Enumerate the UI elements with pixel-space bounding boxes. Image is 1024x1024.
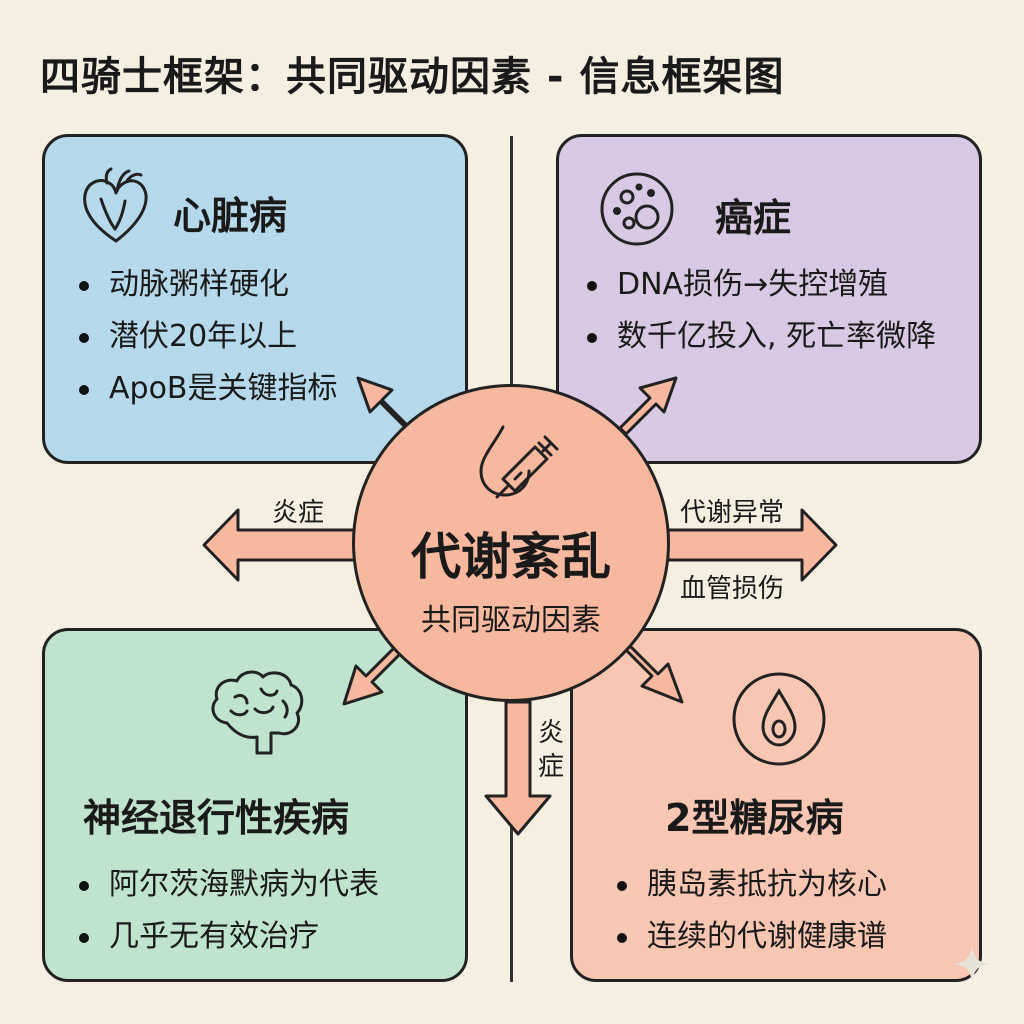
cancer-title: 癌症 xyxy=(715,196,792,240)
sparkle-icon xyxy=(952,944,992,988)
arrow-left xyxy=(202,508,358,582)
list-item: 几乎无有效治疗 xyxy=(75,911,379,963)
cancer-bullets: DNA损伤→失控增殖 数千亿投入, 死亡率微降 xyxy=(583,259,936,363)
neurodegenerative-card: 神经退行性疾病 阿尔茨海默病为代表 几乎无有效治疗 xyxy=(42,628,468,982)
arrow-right xyxy=(666,508,838,582)
heart-disease-card: 心脏病 动脉粥样硬化 潜伏20年以上 ApoB是关键指标 xyxy=(42,134,468,464)
central-hub: 代谢紊乱 共同驱动因素 xyxy=(352,384,670,702)
arrow-label-left: 炎症 xyxy=(272,498,325,528)
cancer-card: 癌症 DNA损伤→失控增殖 数千亿投入, 死亡率微降 xyxy=(556,134,982,464)
vertical-divider-top xyxy=(510,136,513,386)
type2-diabetes-bullets: 胰岛素抵抗为核心 连续的代谢健康谱 xyxy=(613,859,887,963)
list-item: DNA损伤→失控增殖 xyxy=(583,259,936,311)
arrow-down xyxy=(484,700,552,836)
type2-diabetes-card: 2型糖尿病 胰岛素抵抗为核心 连续的代谢健康谱 xyxy=(570,628,982,982)
list-item: 数千亿投入, 死亡率微降 xyxy=(583,311,936,363)
arrow-up-right xyxy=(618,376,678,436)
hub-title: 代谢紊乱 xyxy=(411,528,611,586)
neurodegenerative-title: 神经退行性疾病 xyxy=(83,796,350,840)
page-title: 四骑士框架：共同驱动因素 - 信息框架图 xyxy=(40,54,785,100)
arrow-label-right-bottom: 血管损伤 xyxy=(680,574,785,604)
arrow-down-left xyxy=(342,644,404,706)
vertical-divider-bottom xyxy=(510,700,513,982)
arrow-down-right xyxy=(620,642,684,704)
syringe-drop-icon xyxy=(473,415,559,505)
list-item: 阿尔茨海默病为代表 xyxy=(75,859,379,911)
list-item: 连续的代谢健康谱 xyxy=(613,911,887,963)
hub-subtitle: 共同驱动因素 xyxy=(421,603,601,638)
heart-disease-title: 心脏病 xyxy=(173,194,288,238)
type2-diabetes-title: 2型糖尿病 xyxy=(665,796,844,840)
cell-icon xyxy=(599,171,675,251)
neurodegenerative-bullets: 阿尔茨海默病为代表 几乎无有效治疗 xyxy=(75,859,379,963)
list-item: 动脉粥样硬化 xyxy=(75,259,338,311)
list-item: 胰岛素抵抗为核心 xyxy=(613,859,887,911)
arrow-label-down: 炎症 xyxy=(537,718,564,782)
brain-icon xyxy=(205,667,309,767)
heart-icon xyxy=(79,167,153,251)
heart-disease-bullets: 动脉粥样硬化 潜伏20年以上 ApoB是关键指标 xyxy=(75,259,338,415)
list-item: ApoB是关键指标 xyxy=(75,363,338,415)
arrow-label-right-top: 代谢异常 xyxy=(680,498,785,528)
list-item: 潜伏20年以上 xyxy=(75,311,338,363)
blood-drop-icon xyxy=(731,671,827,771)
